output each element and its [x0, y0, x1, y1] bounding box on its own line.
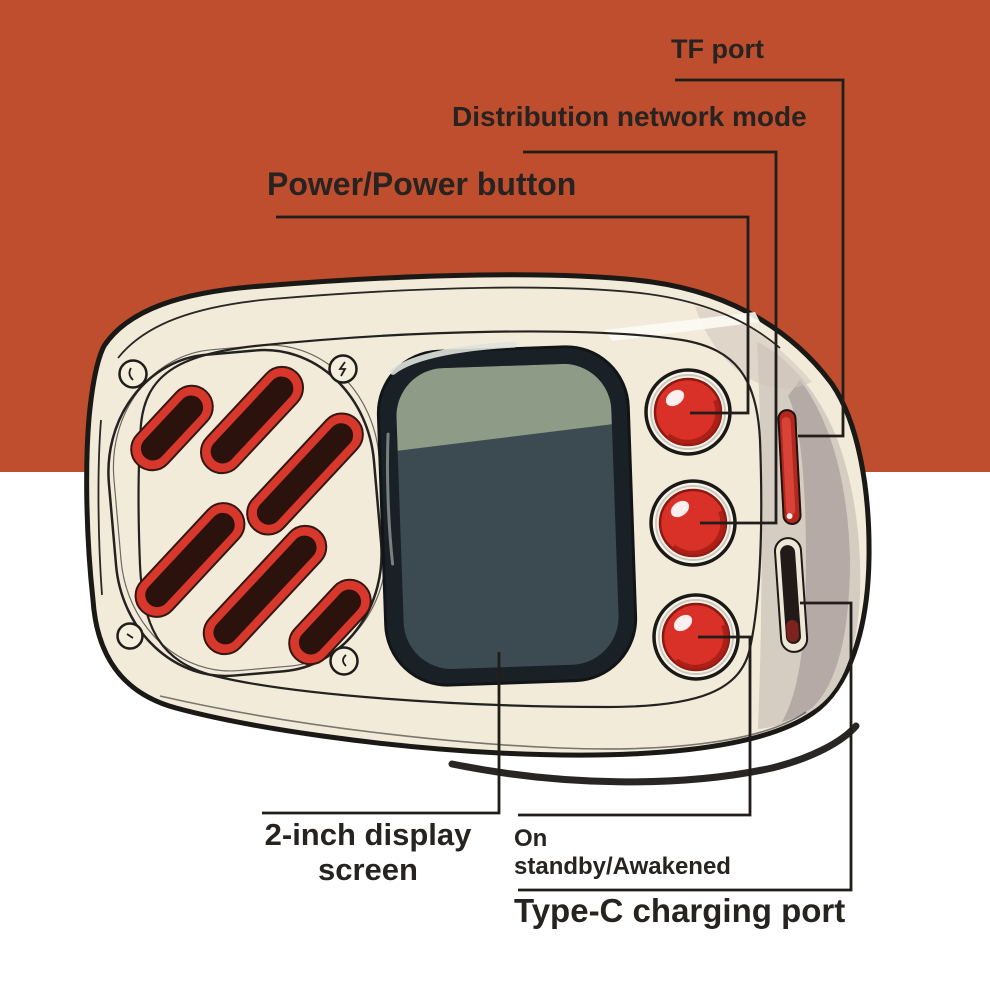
leader-lines	[262, 78, 853, 892]
standby-label-line2: standby/Awakened	[514, 853, 731, 880]
power-button	[644, 368, 732, 456]
leader-display	[262, 652, 501, 815]
button-highlight	[673, 614, 693, 632]
display-screen	[376, 341, 638, 687]
device-top-corner-shade	[695, 306, 812, 389]
screw-marks	[126, 361, 347, 667]
device-top-highlight	[605, 312, 760, 341]
speaker-grille-slots	[130, 365, 372, 666]
power-button-label: Power/Power button	[267, 166, 577, 202]
screw-icon	[118, 359, 148, 389]
display-screen-label: 2-inch display screen	[264, 817, 472, 887]
device-side-shade	[782, 380, 850, 722]
standby-label: On standby/Awakened	[514, 825, 731, 881]
speaker-grille	[107, 344, 388, 678]
distribution-button	[649, 479, 737, 567]
screen-green-band	[394, 362, 612, 451]
grille-screws	[116, 354, 359, 676]
standby-label-line1: On	[514, 825, 548, 852]
button-highlight	[670, 500, 690, 518]
tf-port-slot	[777, 409, 802, 525]
distribution-mode-label: Distribution network mode	[452, 101, 807, 132]
tf-port-label: TF port	[671, 34, 764, 64]
typec-port-slot	[774, 537, 809, 653]
sketch-line-top	[117, 286, 781, 359]
standby-button	[652, 593, 740, 681]
screw-icon	[329, 646, 359, 676]
leader-standby	[518, 635, 752, 817]
leader-typec	[518, 601, 853, 892]
leader-distribution	[523, 150, 778, 525]
typec-port-label: Type-C charging port	[514, 892, 846, 929]
sketch-line-bottom	[159, 695, 807, 750]
leader-power	[276, 215, 750, 415]
device-shadow	[448, 722, 860, 786]
leader-tf-port	[675, 78, 845, 438]
sketch-line-left	[97, 419, 103, 596]
screen-bezel-highlight	[389, 341, 518, 375]
button-highlight	[665, 389, 685, 407]
speaker-device	[84, 272, 872, 786]
